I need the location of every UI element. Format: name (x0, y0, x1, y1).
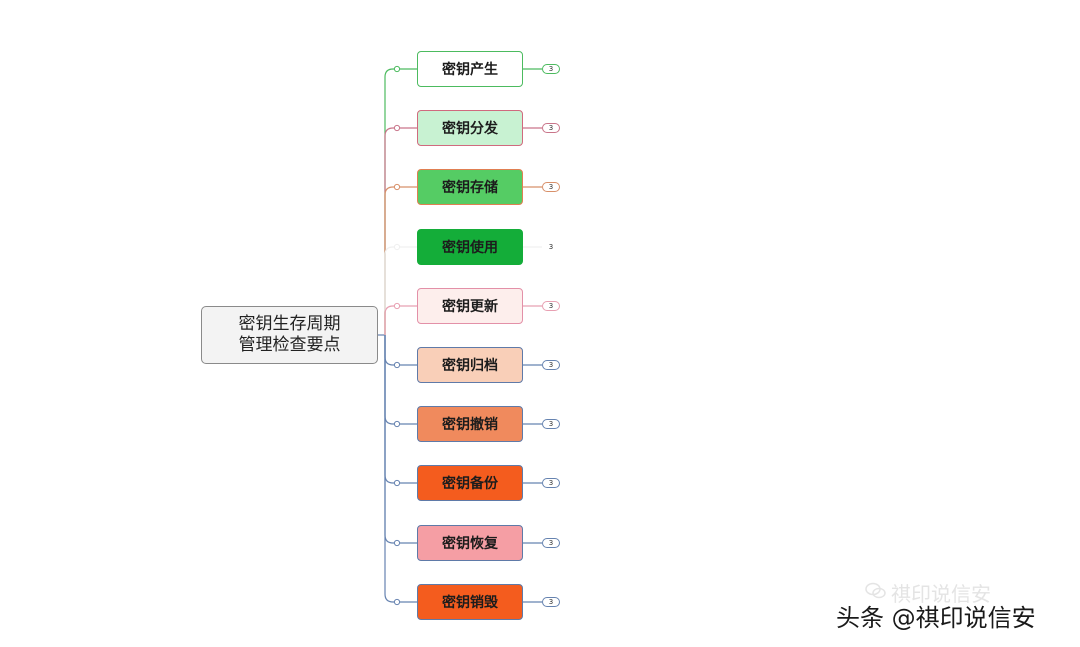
branch-connector (384, 68, 417, 335)
branch-connector (384, 335, 417, 484)
branch-node[interactable]: 密钥使用 (417, 229, 523, 265)
branch-connector (384, 335, 417, 603)
branch-node-label: 密钥销毁 (442, 595, 498, 611)
branch-node-label: 密钥分发 (442, 121, 498, 137)
branch-node-label: 密钥备份 (442, 476, 498, 492)
branch-junction-dot (393, 361, 401, 369)
branch-connector (384, 246, 417, 335)
branch-junction-dot (393, 124, 401, 132)
branch-connector (384, 335, 417, 425)
branch-junction-dot (393, 420, 401, 428)
branch-node[interactable]: 密钥更新 (417, 288, 523, 324)
branch-node-label: 密钥存储 (442, 180, 498, 196)
branch-junction-dot (393, 479, 401, 487)
collapsed-children-count-badge[interactable]: 3 (542, 360, 560, 370)
root-topic-node[interactable]: 密钥生存周期 管理检查要点 (201, 306, 378, 364)
root-topic-line-1: 密钥生存周期 (238, 314, 341, 334)
branch-node-label: 密钥产生 (442, 62, 498, 78)
branch-node[interactable]: 密钥分发 (417, 110, 523, 146)
branch-junction-dot (393, 598, 401, 606)
collapsed-children-count-badge[interactable]: 3 (542, 301, 560, 311)
branch-junction-dot (393, 302, 401, 310)
branch-node[interactable]: 密钥归档 (417, 347, 523, 383)
branch-node-label: 密钥恢复 (442, 536, 498, 552)
branch-connector (384, 305, 417, 335)
collapsed-children-count-badge[interactable]: 3 (542, 478, 560, 488)
collapsed-children-count-badge[interactable]: 3 (542, 597, 560, 607)
collapsed-children-count-badge[interactable]: 3 (542, 538, 560, 548)
branch-junction-dot (393, 183, 401, 191)
collapsed-children-count-badge[interactable]: 3 (542, 182, 560, 192)
watermark-text: 头条 @祺印说信安 (836, 604, 1036, 632)
branch-node[interactable]: 密钥撤销 (417, 406, 523, 442)
branch-junction-dot (393, 539, 401, 547)
branch-junction-dot (393, 65, 401, 73)
root-topic-line-2: 管理检查要点 (238, 335, 341, 355)
branch-node[interactable]: 密钥恢复 (417, 525, 523, 561)
branch-connector (384, 335, 417, 544)
branch-node[interactable]: 密钥备份 (417, 465, 523, 501)
collapsed-children-count-badge[interactable]: 3 (542, 242, 560, 252)
collapsed-children-count-badge[interactable]: 3 (542, 64, 560, 74)
collapsed-children-count-badge[interactable]: 3 (542, 419, 560, 429)
branch-connector (384, 186, 417, 335)
branch-node-label: 密钥归档 (442, 358, 498, 374)
branch-node-label: 密钥使用 (442, 240, 498, 256)
branch-node-label: 密钥更新 (442, 299, 498, 315)
branch-node[interactable]: 密钥销毁 (417, 584, 523, 620)
branch-junction-dot (393, 243, 401, 251)
faint-watermark: 祺印说信安 (865, 578, 991, 607)
wechat-icon (865, 581, 887, 605)
branch-connector (384, 335, 417, 366)
branch-connector (384, 127, 417, 335)
faint-watermark-text: 祺印说信安 (891, 582, 991, 606)
branch-node-label: 密钥撤销 (442, 417, 498, 433)
collapsed-children-count-badge[interactable]: 3 (542, 123, 560, 133)
branch-node[interactable]: 密钥存储 (417, 169, 523, 205)
branch-node[interactable]: 密钥产生 (417, 51, 523, 87)
